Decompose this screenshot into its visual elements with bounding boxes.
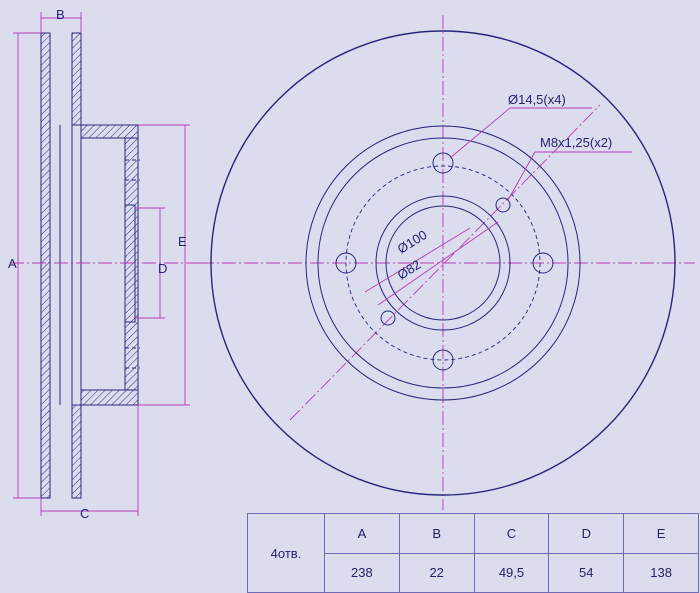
bolt-hole (532, 252, 554, 274)
hat-inner-circle (317, 137, 569, 389)
right-friction-plate-top (71, 32, 82, 126)
label-bore: Ø82 (395, 257, 424, 283)
threaded-hole (495, 197, 511, 213)
hat-flange-top (80, 124, 139, 139)
dim-label-c: C (80, 506, 89, 521)
bolt-hole (335, 252, 357, 274)
spec-header-row: 4отв. A B C D E (247, 513, 699, 593)
label-hole-thread: M8x1,25(x2) (540, 135, 612, 150)
dim-label-e: E (178, 234, 187, 249)
outer-disc-circle (210, 30, 676, 496)
right-friction-plate-bottom (71, 404, 82, 499)
pcd-circle (345, 165, 541, 361)
leader-hole-main (449, 107, 592, 159)
bore-outer-circle (375, 195, 511, 331)
leader-hole-thread (507, 151, 632, 201)
bore-circle (385, 205, 501, 321)
dim-label-d: D (158, 261, 167, 276)
left-friction-plate (40, 32, 51, 499)
hat-wall (124, 137, 139, 391)
value-d: 54 (548, 552, 625, 593)
label-hole-main: Ø14,5(x4) (508, 92, 566, 107)
spec-value-row: 238 22 49,5 54 138 (248, 552, 699, 593)
value-a: 238 (324, 552, 400, 593)
header-c: C (473, 513, 550, 554)
bolt-hole (432, 349, 454, 371)
front-view: Ø14,5(x4) M8x1,25(x2) Ø100 Ø82 (200, 15, 695, 510)
dim-label-a: A (8, 256, 17, 271)
value-e: 138 (623, 552, 699, 593)
header-a: A (324, 513, 400, 554)
hat-outer-circle (305, 125, 581, 401)
threaded-hole (380, 310, 396, 326)
hat-flange-bottom (80, 389, 139, 406)
header-d: D (548, 513, 625, 554)
value-c: 49,5 (473, 552, 550, 593)
header-b: B (398, 513, 475, 554)
value-b: 22 (398, 552, 475, 593)
dim-label-b: B (56, 7, 65, 22)
bolt-hole (432, 152, 454, 174)
header-e: E (623, 513, 699, 554)
side-section-view: A B C D E (8, 7, 200, 521)
spec-table: 4отв. A B C D E 238 22 49,5 54 138 (247, 513, 699, 593)
label-pcd: Ø100 (395, 227, 430, 257)
hole-count-cell: 4отв. (247, 513, 325, 593)
